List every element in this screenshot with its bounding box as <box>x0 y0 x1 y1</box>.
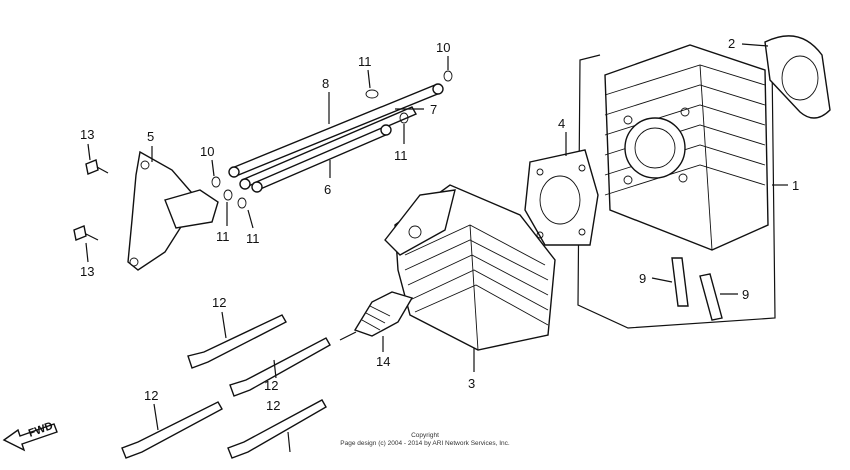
gasket-2 <box>741 35 831 119</box>
callout-10a: 10 <box>436 40 450 55</box>
callout-7: 7 <box>430 102 437 117</box>
oil-pipes <box>228 83 444 193</box>
callout-9a: 9 <box>639 271 646 286</box>
o-rings <box>211 56 453 229</box>
copyright-line1: Copyright <box>411 432 439 439</box>
callout-10b: 10 <box>200 144 214 159</box>
callout-12a: 12 <box>212 295 226 310</box>
callout-3: 3 <box>468 376 475 391</box>
callout-4: 4 <box>558 116 565 131</box>
spark-plug <box>339 291 414 352</box>
callout-11b: 11 <box>394 148 408 163</box>
callout-1: 1 <box>792 178 799 193</box>
callout-11a: 11 <box>358 54 372 69</box>
fwd-arrow-icon <box>2 423 58 452</box>
callout-2: 2 <box>728 36 735 51</box>
callout-12c: 12 <box>144 388 158 403</box>
callout-6: 6 <box>324 182 331 197</box>
studs-9 <box>651 257 738 321</box>
callout-5: 5 <box>147 129 154 144</box>
callout-11d: 11 <box>246 231 260 246</box>
callout-9b: 9 <box>742 287 749 302</box>
callout-8: 8 <box>322 76 329 91</box>
gasket-4 <box>524 132 599 246</box>
bolts-13 <box>73 143 109 263</box>
callout-13b: 13 <box>80 264 94 279</box>
cylinder <box>577 44 788 329</box>
callout-12d: 12 <box>266 398 280 413</box>
long-bolts-12 <box>121 311 331 459</box>
cylinder-head <box>384 184 556 372</box>
copyright-line2: Page design (c) 2004 - 2014 by ARI Netwo… <box>340 440 510 447</box>
callout-12b: 12 <box>264 378 278 393</box>
callout-14: 14 <box>376 354 390 369</box>
callout-13a: 13 <box>80 127 94 142</box>
oil-bracket <box>127 146 219 271</box>
callout-11c: 11 <box>216 229 230 244</box>
